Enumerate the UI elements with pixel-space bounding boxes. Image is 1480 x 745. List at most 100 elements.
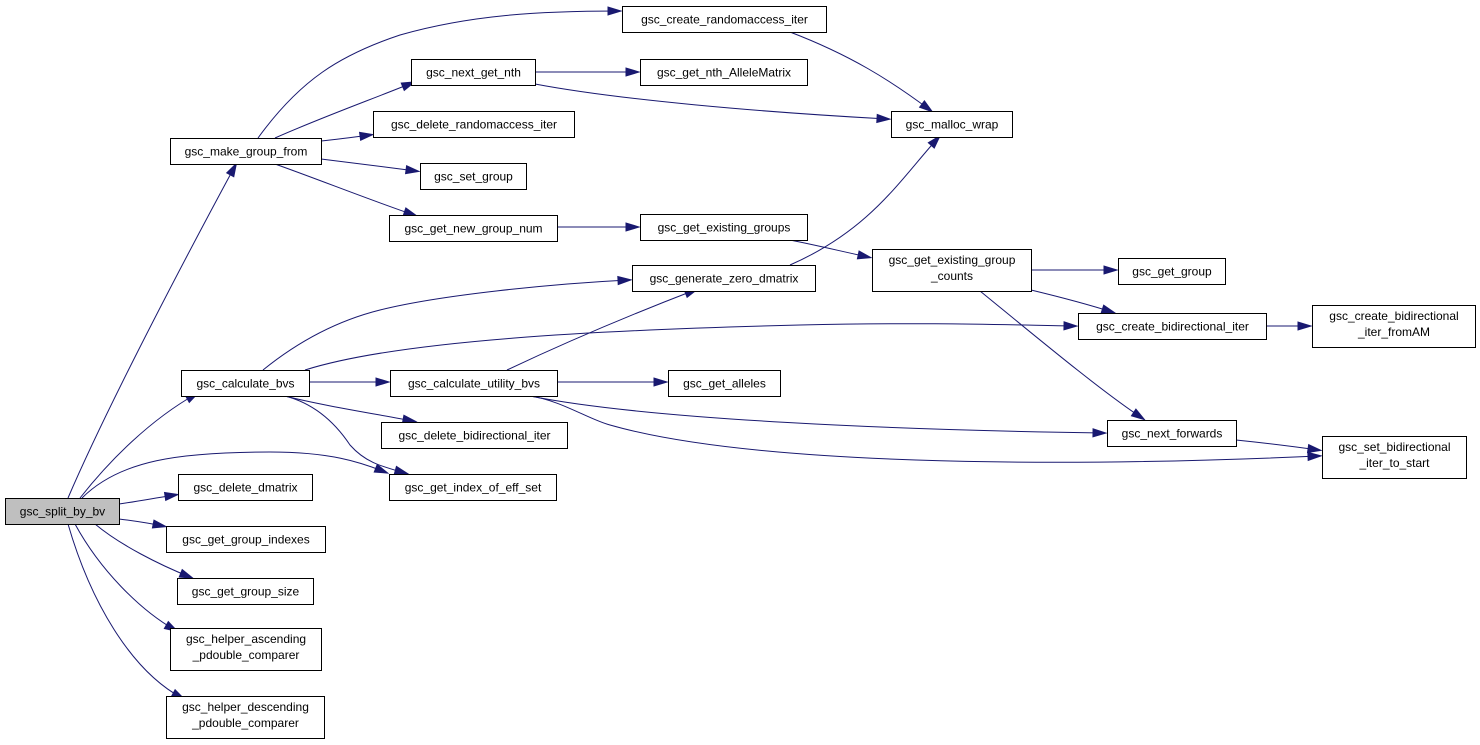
arrowhead-icon: [373, 463, 390, 474]
node-next_get_nth[interactable]: gsc_next_get_nth: [411, 59, 536, 86]
node-make_group_from[interactable]: gsc_make_group_from: [170, 138, 322, 165]
node-create_random[interactable]: gsc_create_randomaccess_iter: [622, 6, 827, 33]
node-calc_utility[interactable]: gsc_calculate_utility_bvs: [390, 370, 558, 397]
edge-line: [81, 451, 386, 499]
edge-line: [789, 137, 939, 266]
arrowhead-icon: [653, 377, 669, 387]
node-box: [373, 111, 575, 138]
node-box: [632, 265, 816, 292]
arrowhead-icon: [1130, 408, 1146, 421]
node-label: gsc_generate_zero_dmatrix: [650, 272, 799, 286]
node-calculate_bvs[interactable]: gsc_calculate_bvs: [181, 370, 310, 397]
node-set_group[interactable]: gsc_set_group: [420, 163, 527, 190]
node-label: gsc_set_bidirectional: [1338, 440, 1450, 454]
arrowhead-icon: [617, 275, 633, 286]
node-get_existing_groups[interactable]: gsc_get_existing_groups: [640, 214, 808, 241]
node-box: [381, 422, 568, 449]
node-set_bidir_start[interactable]: gsc_set_bidirectional _iter_to_start: [1322, 436, 1467, 479]
edge-split-to-helper_asc: [74, 523, 180, 633]
edge-next_get_nth-to-get_nth_am: [535, 67, 641, 77]
node-label: gsc_split_by_bv: [20, 505, 105, 519]
edge-create_bidir-to-create_bidir_am: [1266, 321, 1313, 331]
node-create_bidir_am[interactable]: gsc_create_bidirectional _iter_fromAM: [1312, 305, 1476, 348]
edge-line: [284, 395, 406, 474]
arrowhead-icon: [402, 207, 419, 217]
node-get_new_group_num[interactable]: gsc_get_new_group_num: [389, 215, 558, 242]
node-label: gsc_get_nth_AlleleMatrix: [657, 66, 791, 80]
edge-split-to-get_group_indexes: [118, 518, 168, 529]
edge-split-to-get_index_eff: [81, 451, 390, 499]
node-get_group_size[interactable]: gsc_get_group_size: [177, 578, 314, 605]
node-label: gsc_create_bidirectional_iter: [1096, 320, 1249, 334]
node-get_alleles[interactable]: gsc_get_alleles: [668, 370, 781, 397]
edge-line: [1235, 439, 1319, 451]
node-label: gsc_get_new_group_num: [404, 222, 542, 236]
node-box: [170, 628, 322, 671]
edge-split-to-delete_dmatrix: [118, 491, 180, 505]
edge-get_new_group_num-to-get_existing_groups: [556, 222, 641, 232]
node-helper_desc[interactable]: gsc_helper_descending_pdouble_comparer: [166, 696, 325, 739]
node-box: [1078, 313, 1267, 340]
node-get_group[interactable]: gsc_get_group: [1118, 258, 1226, 285]
node-helper_asc[interactable]: gsc_helper_ascending_pdouble_comparer: [170, 628, 322, 671]
node-malloc_wrap[interactable]: gsc_malloc_wrap: [891, 111, 1013, 138]
nodes-layer: gsc_split_by_bv gsc_make_group_from gsc_ca…: [5, 6, 1476, 739]
edge-calc_utility-to-next_forwards: [529, 395, 1108, 438]
node-box: [390, 370, 558, 397]
node-box: [389, 215, 558, 242]
edge-line: [284, 395, 414, 422]
node-box: [891, 111, 1013, 138]
node-delete_bidir[interactable]: gsc_delete_bidirectional_iter: [381, 422, 568, 449]
node-existing_counts[interactable]: gsc_get_existing_group_counts: [872, 249, 1032, 292]
arrowhead-icon: [151, 519, 168, 529]
arrowhead-icon: [1307, 451, 1323, 462]
edge-line: [67, 165, 236, 499]
arrowhead-icon: [1103, 265, 1119, 275]
arrowhead-icon: [607, 6, 623, 16]
node-box: [177, 578, 314, 605]
node-label: gsc_create_bidirectional: [1329, 309, 1458, 323]
node-label: _iter_fromAM: [1357, 325, 1430, 339]
node-split[interactable]: gsc_split_by_bv: [5, 498, 120, 525]
edge-line: [94, 523, 191, 578]
arrowhead-icon: [393, 465, 410, 475]
arrowhead-icon: [401, 414, 418, 424]
arrowhead-icon: [1297, 321, 1313, 331]
node-label: _iter_to_start: [1358, 456, 1430, 470]
node-gen_zero[interactable]: gsc_generate_zero_dmatrix: [632, 265, 816, 292]
edge-calculate_bvs-to-get_index_eff: [284, 395, 410, 475]
node-box: [166, 696, 325, 739]
edge-line: [274, 163, 415, 216]
arrowhead-icon: [927, 134, 942, 149]
node-box: [411, 59, 536, 86]
edge-make_group_from-to-set_group: [320, 158, 421, 175]
edge-line: [79, 393, 197, 499]
node-get_nth_am[interactable]: gsc_get_nth_AlleleMatrix: [640, 59, 808, 86]
edge-line: [274, 82, 413, 139]
node-label: gsc_get_group: [1132, 265, 1212, 279]
node-delete_random[interactable]: gsc_delete_randomaccess_iter: [373, 111, 575, 138]
node-get_index_eff[interactable]: gsc_get_index_of_eff_set: [389, 474, 557, 501]
arrowhead-icon: [1063, 321, 1079, 331]
arrowhead-icon: [918, 99, 934, 113]
node-delete_dmatrix[interactable]: gsc_delete_dmatrix: [178, 474, 313, 501]
node-box: [1118, 258, 1226, 285]
arrowhead-icon: [1100, 304, 1117, 314]
edge-existing_counts-to-create_bidir: [1030, 289, 1117, 314]
node-create_bidir[interactable]: gsc_create_bidirectional_iter: [1078, 313, 1267, 340]
node-get_group_indexes[interactable]: gsc_get_group_indexes: [166, 526, 326, 553]
node-box: [178, 474, 313, 501]
edge-line: [1030, 289, 1113, 313]
node-next_forwards[interactable]: gsc_next_forwards: [1107, 420, 1237, 447]
node-label: gsc_get_group_indexes: [182, 533, 309, 547]
node-label: gsc_get_existing_groups: [658, 221, 791, 235]
edge-calculate_bvs-to-delete_bidir: [284, 395, 418, 424]
node-box: [1322, 436, 1467, 479]
edge-line: [320, 158, 417, 172]
arrowhead-icon: [1092, 428, 1108, 438]
arrowhead-icon: [225, 161, 238, 178]
edge-make_group_from-to-get_new_group_num: [274, 163, 419, 217]
arrowhead-icon: [856, 250, 873, 260]
arrowhead-icon: [178, 568, 195, 579]
edge-line: [529, 395, 1104, 434]
